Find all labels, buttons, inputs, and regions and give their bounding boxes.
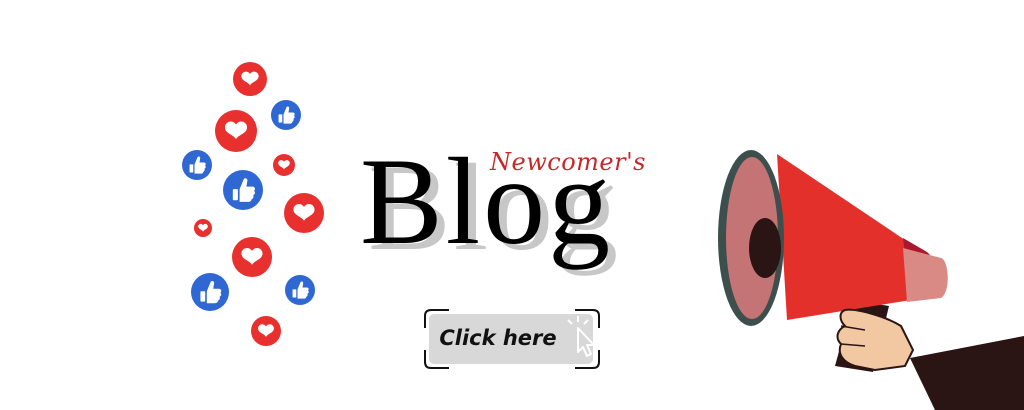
reaction-like-5 (285, 275, 315, 305)
arm-sleeve (910, 336, 1024, 410)
reaction-heart-5 (194, 219, 212, 237)
button-corner-brackets (424, 309, 600, 369)
hand (836, 308, 915, 372)
page-title: Blog (360, 133, 614, 270)
subtitle: Newcomer's (490, 148, 646, 176)
button-background (429, 314, 593, 364)
reaction-heart-1 (233, 62, 267, 96)
pointer-cursor-icon (567, 316, 595, 357)
reaction-heart-3 (273, 154, 295, 176)
megaphone-bell (718, 150, 784, 326)
reaction-heart-7 (251, 316, 281, 346)
click-here-button[interactable]: Click here (423, 308, 601, 370)
reaction-heart-2 (215, 110, 257, 152)
reaction-like-4 (191, 273, 229, 311)
reaction-heart-6 (232, 237, 272, 277)
reaction-like-2 (182, 150, 212, 180)
title-shadow: Blog (368, 139, 622, 276)
reaction-heart-4 (284, 193, 324, 233)
reaction-like-3 (223, 170, 263, 210)
megaphone-illustration (718, 150, 1024, 410)
reaction-icons-cluster (182, 62, 324, 346)
button-label: Click here (439, 326, 557, 350)
title-block: Blog Blog Newcomer's (355, 140, 685, 280)
reaction-like-1 (271, 100, 301, 130)
megaphone-mouthpiece (903, 248, 948, 302)
